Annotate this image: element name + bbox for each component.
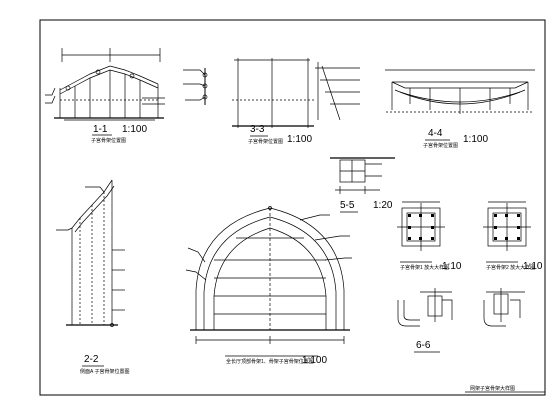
caption-arch: 全长厅顶部骨架1、骨架子宫骨架位置图 <box>226 359 314 365</box>
detail-2-drawing <box>483 201 531 263</box>
section-label-6-6: 6-6 <box>416 340 431 351</box>
detail-1-drawing <box>397 201 445 263</box>
scale-label-5-5: 1:20 <box>373 200 393 211</box>
section-label-2-2: 2-2 <box>84 354 99 365</box>
title-block-text: 网架子宫骨架大样图 <box>470 386 516 392</box>
sheet-border <box>39 19 546 396</box>
caption-3-3: 子宫骨架位置图 <box>248 139 284 145</box>
view-1-1-drawing <box>45 48 165 136</box>
scale-label-detail-2: 1:10 <box>523 261 543 272</box>
caption-2-2: 侧面A 子宫骨架位置图 <box>80 369 130 375</box>
scale-label-1-1: 1:100 <box>122 124 148 135</box>
view-4-4-drawing <box>385 69 535 141</box>
scale-label-arch: 1:100 <box>302 355 328 366</box>
section-label-1-1: 1-1 <box>93 124 108 135</box>
caption-4-4: 子宫骨架位置图 <box>423 143 459 149</box>
scale-label-detail-1: 1:10 <box>442 261 462 272</box>
view-6-6-drawing <box>397 288 525 353</box>
section-label-5-5: 5-5 <box>340 200 355 211</box>
section-label-4-4: 4-4 <box>428 128 443 139</box>
caption-1-1: 子宫骨架位置图 <box>91 138 127 144</box>
section-label-3-3: 3-3 <box>250 124 265 135</box>
caption-detail-2: 子宫骨架2 放大大样图 <box>486 265 536 271</box>
view-arch-drawing <box>185 206 352 357</box>
scale-label-4-4: 1:100 <box>463 134 489 145</box>
view-5-5-drawing <box>330 157 395 213</box>
caption-detail-1: 子宫骨架1 放大大样图 <box>400 265 450 271</box>
view-2-2-drawing <box>56 179 125 367</box>
scale-label-3-3: 1:100 <box>287 134 313 145</box>
view-3-3-drawing <box>183 58 360 137</box>
